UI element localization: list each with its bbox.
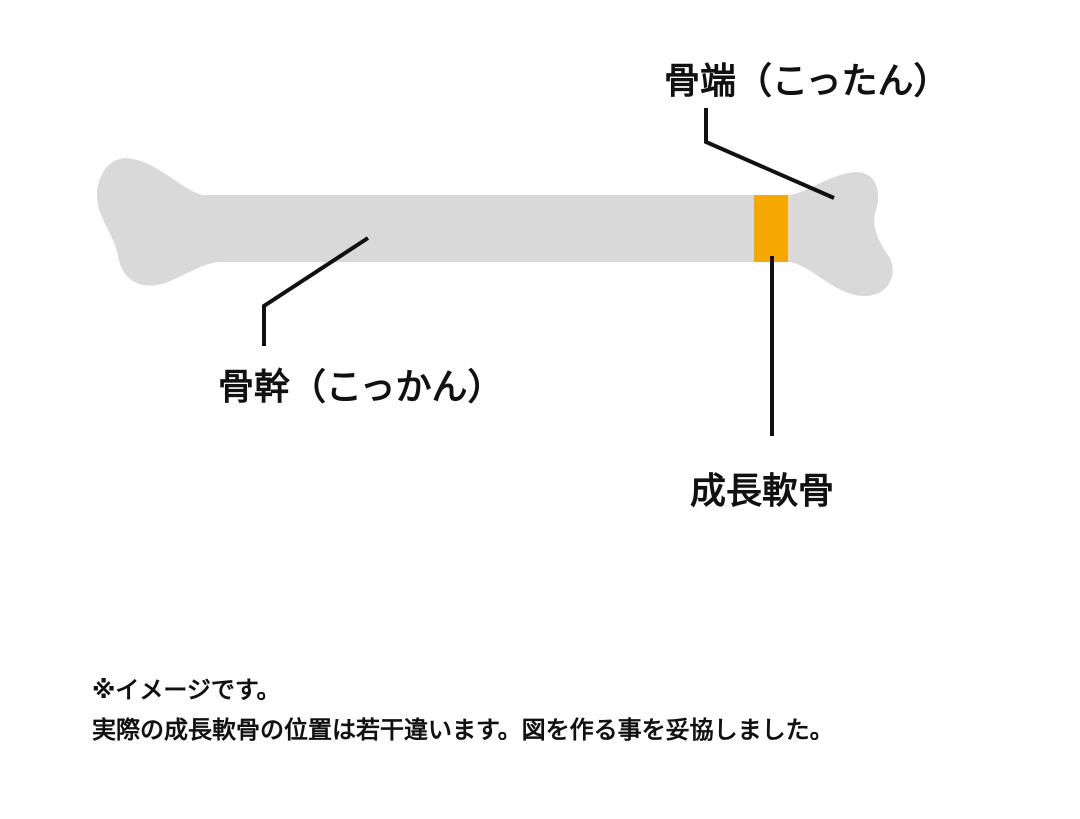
leader-lines: [262, 108, 835, 436]
epiphysis-leader-line: [704, 108, 835, 200]
bone: [97, 158, 893, 296]
bone-right-end: [790, 172, 893, 296]
bone-left-end: [97, 158, 222, 286]
diaphysis-label: 骨幹（こっかん）: [218, 367, 504, 408]
epiphysis-label: 骨端（こったん）: [664, 61, 950, 102]
growth-cartilage-band: [754, 195, 788, 262]
diaphysis-leader-line: [262, 236, 370, 346]
disclaimer-note: 実際の成長軟骨の位置は若干違います。図を作る事を妥協しました。: [92, 716, 834, 744]
growth-cartilage-label: 成長軟骨: [690, 471, 835, 512]
image-note: ※イメージです。: [92, 676, 281, 704]
bone-shaft: [205, 195, 805, 262]
